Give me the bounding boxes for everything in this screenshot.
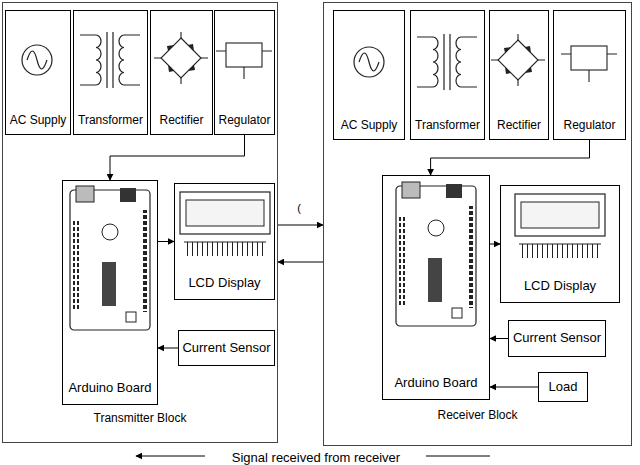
- signal-arrow: [490, 244, 500, 245]
- signal-arrow: [490, 387, 538, 388]
- node-label: Receiver Block: [437, 409, 517, 423]
- signal-arrow: [278, 225, 323, 226]
- signal-arrow: [490, 338, 508, 339]
- load-box: Load: [538, 372, 588, 402]
- receiver-block: Receiver Block AC Supply Transformer Rectif…: [323, 2, 632, 446]
- caption-text: (: [295, 202, 303, 214]
- node-label: LCD Display: [524, 279, 596, 294]
- signal-arrow: [431, 140, 590, 175]
- lcd-box: LCD Display: [500, 185, 620, 303]
- node-label: Transformer: [415, 119, 480, 133]
- node-label: Arduino Board: [68, 381, 151, 396]
- node-label: Rectifier: [497, 119, 541, 133]
- transformer-box: Transformer: [73, 10, 148, 135]
- ac-supply-box: AC Supply: [5, 10, 71, 135]
- node-label: Arduino Board: [394, 376, 477, 391]
- arduino-box: Arduino Board: [382, 175, 490, 400]
- signal-arrow: [158, 241, 174, 242]
- rectifier-box: Rectifier: [489, 10, 549, 140]
- node-label: LCD Display: [188, 276, 260, 291]
- regulator-box: Regulator: [553, 10, 626, 140]
- sensor-box: Current Sensor: [508, 320, 606, 357]
- node-label: Current Sensor: [182, 341, 270, 356]
- node-label: Regulator: [563, 119, 615, 133]
- node-label: Current Sensor: [513, 331, 601, 346]
- stray-mark: (: [292, 198, 306, 216]
- signal-arrow: [110, 135, 245, 180]
- signal-caption: Signal received from receiver: [211, 448, 421, 465]
- regulator-box: Regulator: [214, 10, 275, 135]
- signal-arrow: [158, 348, 178, 349]
- rectifier-box: Rectifier: [150, 10, 213, 135]
- node-label: Transmitter Block: [94, 412, 187, 426]
- node-label: Rectifier: [159, 114, 203, 128]
- lcd-box: LCD Display: [174, 183, 275, 300]
- arduino-box: Arduino Board: [62, 180, 158, 405]
- signal-arrow: [278, 262, 323, 263]
- transmitter-block: Transmitter Block AC Supply Transformer Rec…: [2, 2, 278, 443]
- node-label: AC Supply: [10, 114, 67, 128]
- sensor-box: Current Sensor: [178, 330, 275, 366]
- ac-supply-box: AC Supply: [333, 10, 405, 140]
- node-label: Load: [549, 380, 578, 395]
- node-label: Transformer: [78, 114, 143, 128]
- transformer-box: Transformer: [410, 10, 485, 140]
- caption-text: Signal received from receiver: [230, 450, 402, 465]
- node-label: AC Supply: [341, 119, 398, 133]
- node-label: Regulator: [218, 114, 270, 128]
